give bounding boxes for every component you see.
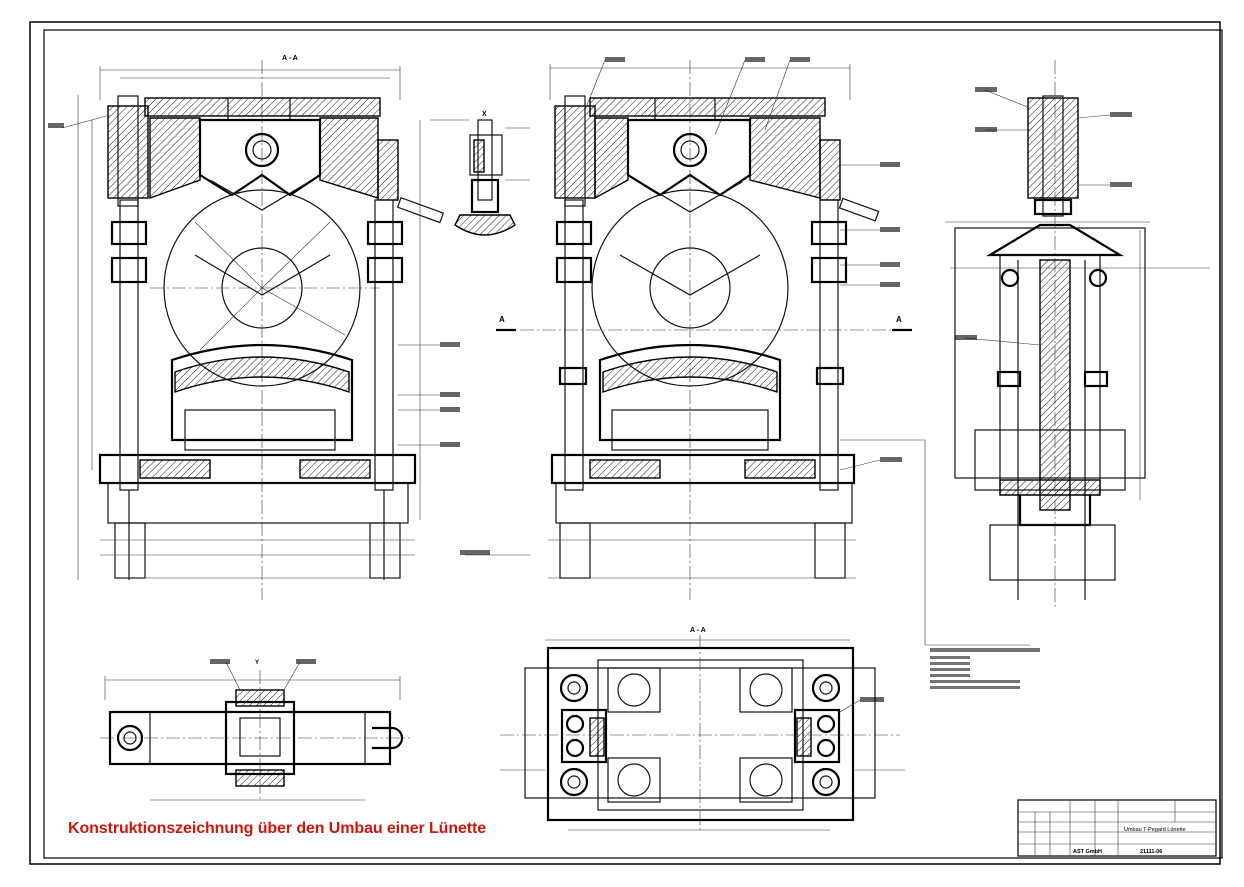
- section-label-middle: A - A: [590, 90, 592, 93]
- section-label-front: A - A: [282, 55, 298, 62]
- side-view-right: [945, 60, 1210, 610]
- hydraulic-note: [930, 648, 1040, 689]
- front-section-view-left: [48, 60, 460, 600]
- drawing-frame: [29, 21, 1223, 865]
- title-block-company: AST GmbH: [1073, 849, 1102, 855]
- front-section-view-middle: [460, 57, 1030, 646]
- detail-x-view: [430, 119, 530, 236]
- detail-label-y: Y: [255, 660, 259, 666]
- section-label-bottom: A - A: [690, 627, 706, 634]
- section-view-bottom-middle: [500, 635, 905, 831]
- detail-label-x: X: [482, 111, 487, 118]
- title-block-drawing-title: Umbau T-Pegard Lünette: [1124, 827, 1186, 833]
- title-block-drawing-number: 21111-06: [1140, 849, 1162, 855]
- drawing-caption: Konstruktionszeichnung über den Umbau ei…: [68, 820, 487, 837]
- cut-mark-left: A: [499, 315, 505, 324]
- plan-view-bottom-left: [100, 659, 410, 801]
- title-block: AST GmbH Umbau T-Pegard Lünette 21111-06: [1017, 799, 1217, 857]
- cut-mark-right: A: [896, 315, 902, 324]
